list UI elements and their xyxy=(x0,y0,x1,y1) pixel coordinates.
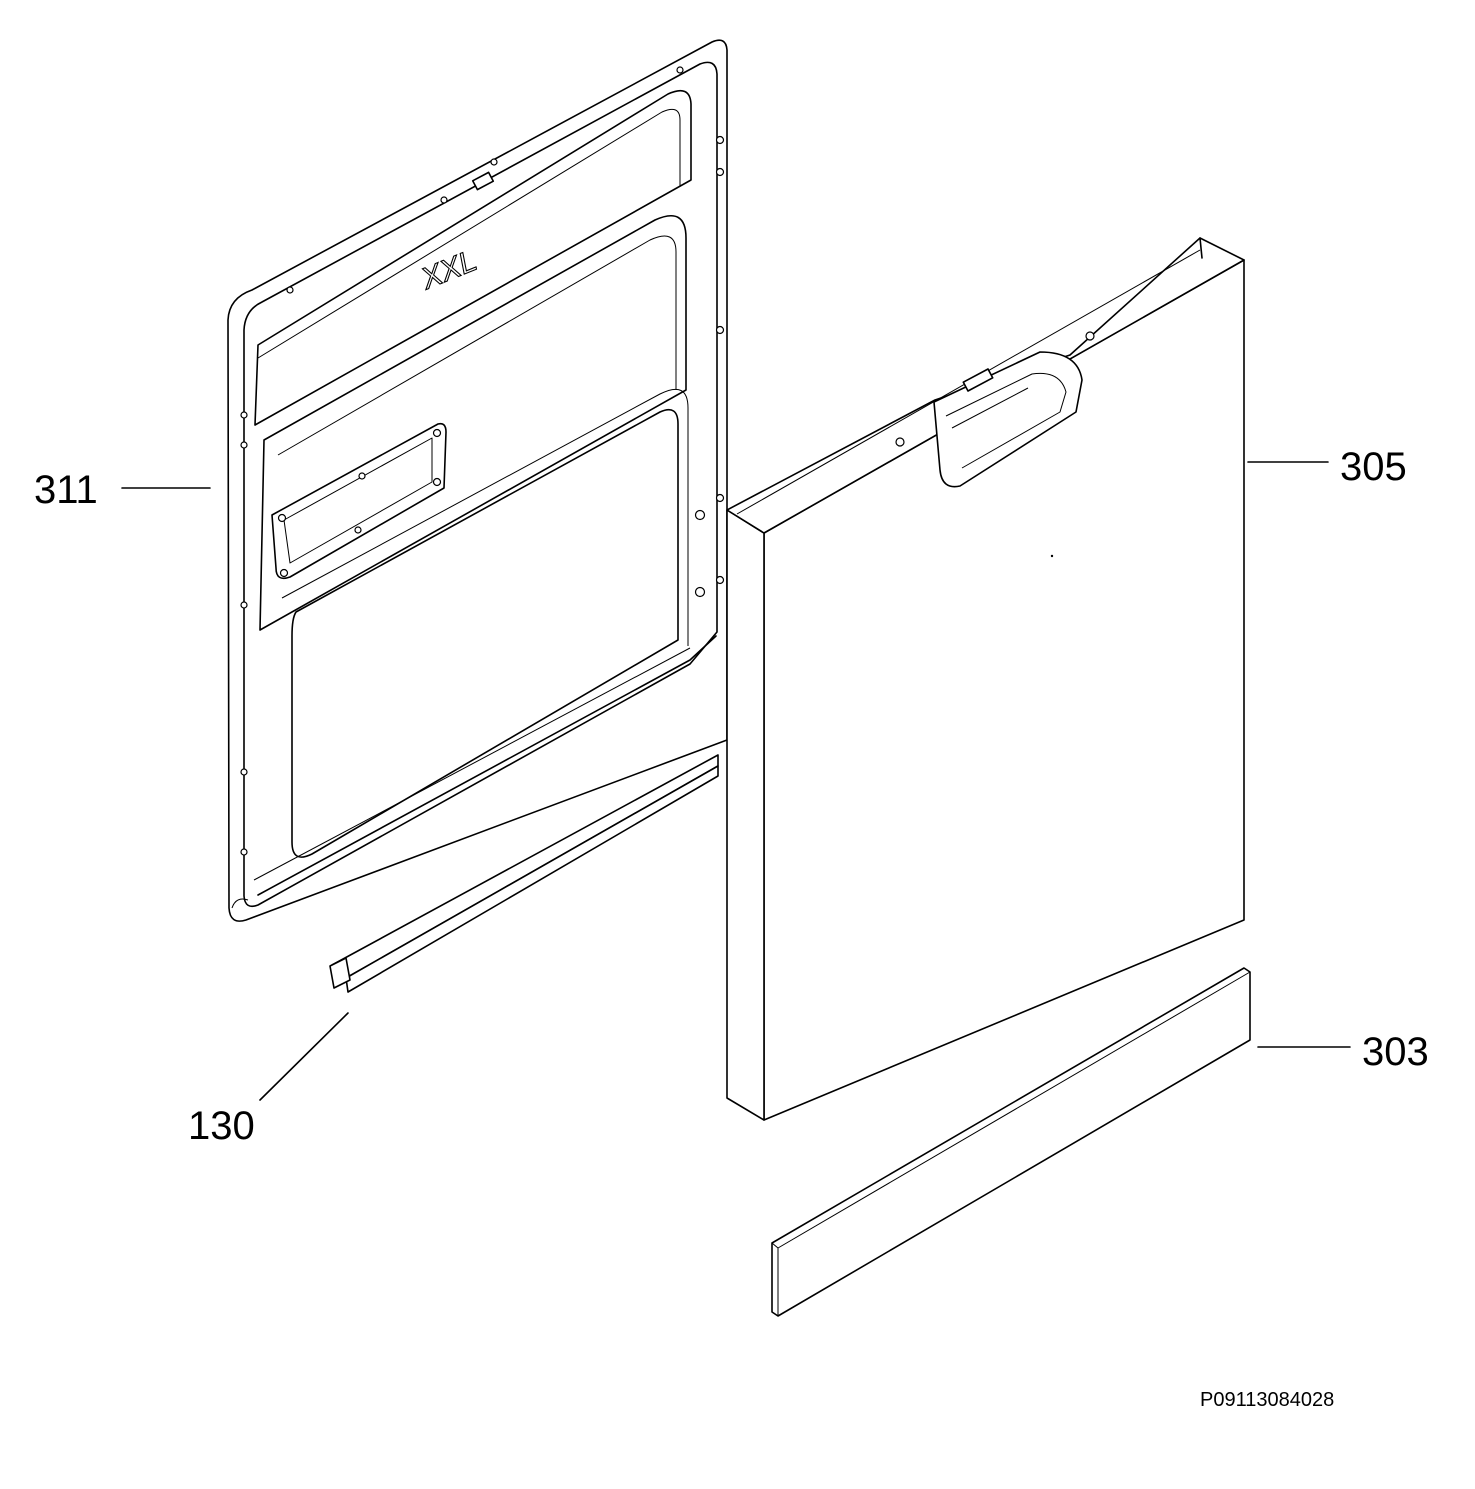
part-305-door-panel xyxy=(726,237,1245,1121)
leader-lines xyxy=(121,461,1351,1101)
part-303-kick-plate xyxy=(771,967,1251,1317)
part-130-seal-strip xyxy=(329,754,719,993)
drawing-id: P09113084028 xyxy=(1200,1389,1335,1411)
callout-305: 305 xyxy=(1340,445,1407,489)
callout-303: 303 xyxy=(1362,1030,1429,1074)
callout-311: 311 xyxy=(34,468,98,512)
callout-130: 130 xyxy=(188,1104,255,1148)
part-311-inner-door: XXL xyxy=(227,39,728,922)
brand-mark: XXL xyxy=(416,244,482,296)
